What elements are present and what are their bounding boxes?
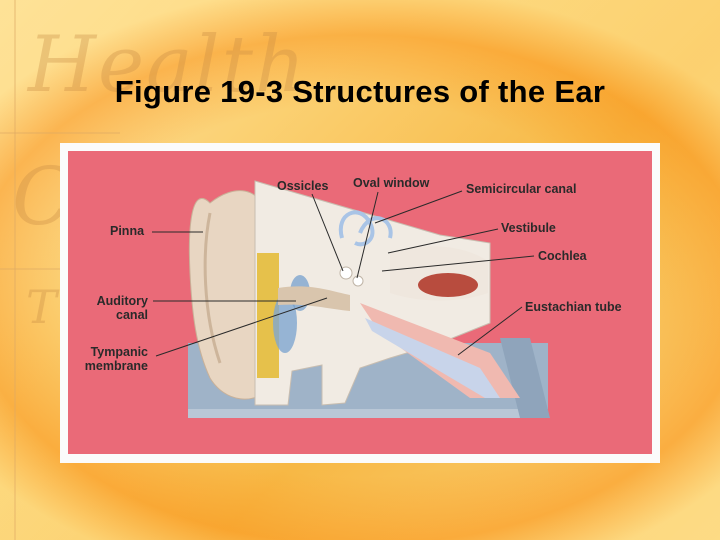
leader-tympanic-membrane [155,297,328,357]
background-panel-line [0,132,120,134]
slide-title: Figure 19-3 Structures of the Ear [114,74,606,109]
label-auditory-canal-line2: canal [116,308,148,322]
label-cochlea: Cochlea [538,249,587,263]
leader-vestibule [387,228,499,254]
label-auditory-canal: Auditory canal [80,294,148,322]
label-auditory-canal-line1: Auditory [96,294,148,308]
label-semicircular-canal: Semicircular canal [466,182,577,196]
leader-cochlea [381,255,535,272]
label-tympanic-line1: Tympanic [90,345,148,359]
label-vestibule: Vestibule [501,221,556,235]
leader-lines [152,190,535,357]
background-panel-line [14,0,16,540]
label-tympanic-membrane: Tympanic membrane [70,345,148,373]
leader-oval-window [356,191,379,279]
watermark-letter-t: T [26,280,57,334]
label-pinna: Pinna [110,224,145,238]
ear-figure: Ossicles Oval window Semicircular canal … [60,143,660,463]
leader-eustachian-tube [457,306,523,356]
label-ossicles: Ossicles [277,179,329,193]
leader-semicircular-canal [374,190,463,224]
label-oval-window: Oval window [353,176,430,190]
ear-model-illustration [152,180,550,418]
label-eustachian-tube: Eustachian tube [525,300,622,314]
leader-ossicles [311,193,344,272]
label-tympanic-line2: membrane [84,359,148,373]
